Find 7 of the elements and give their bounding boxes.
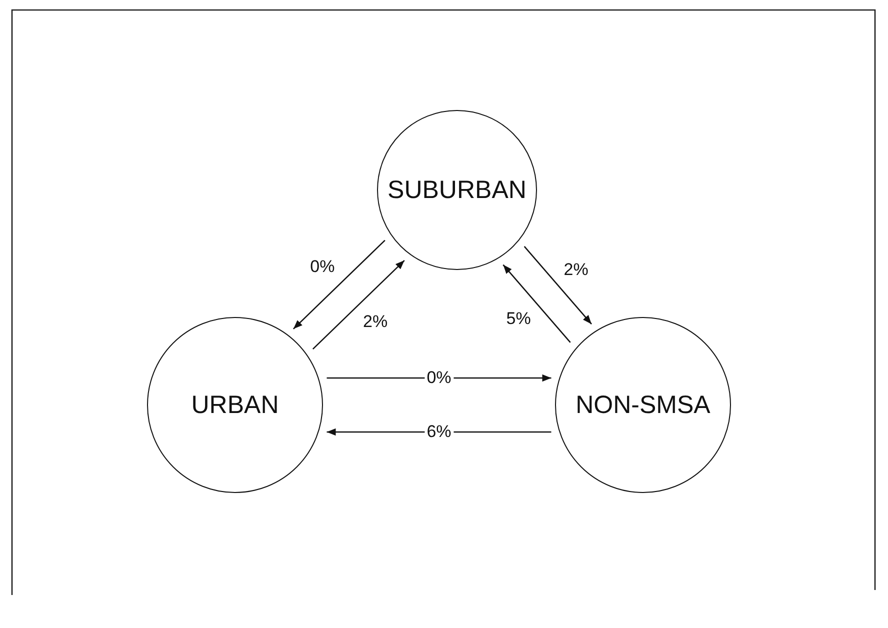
arrow <box>524 246 592 324</box>
node-label: URBAN <box>191 390 279 420</box>
node-label: NON-SMSA <box>576 390 710 420</box>
arrow <box>312 260 405 350</box>
node-label: SUBURBAN <box>388 176 526 204</box>
arrow <box>292 240 386 330</box>
arrow <box>502 264 571 343</box>
